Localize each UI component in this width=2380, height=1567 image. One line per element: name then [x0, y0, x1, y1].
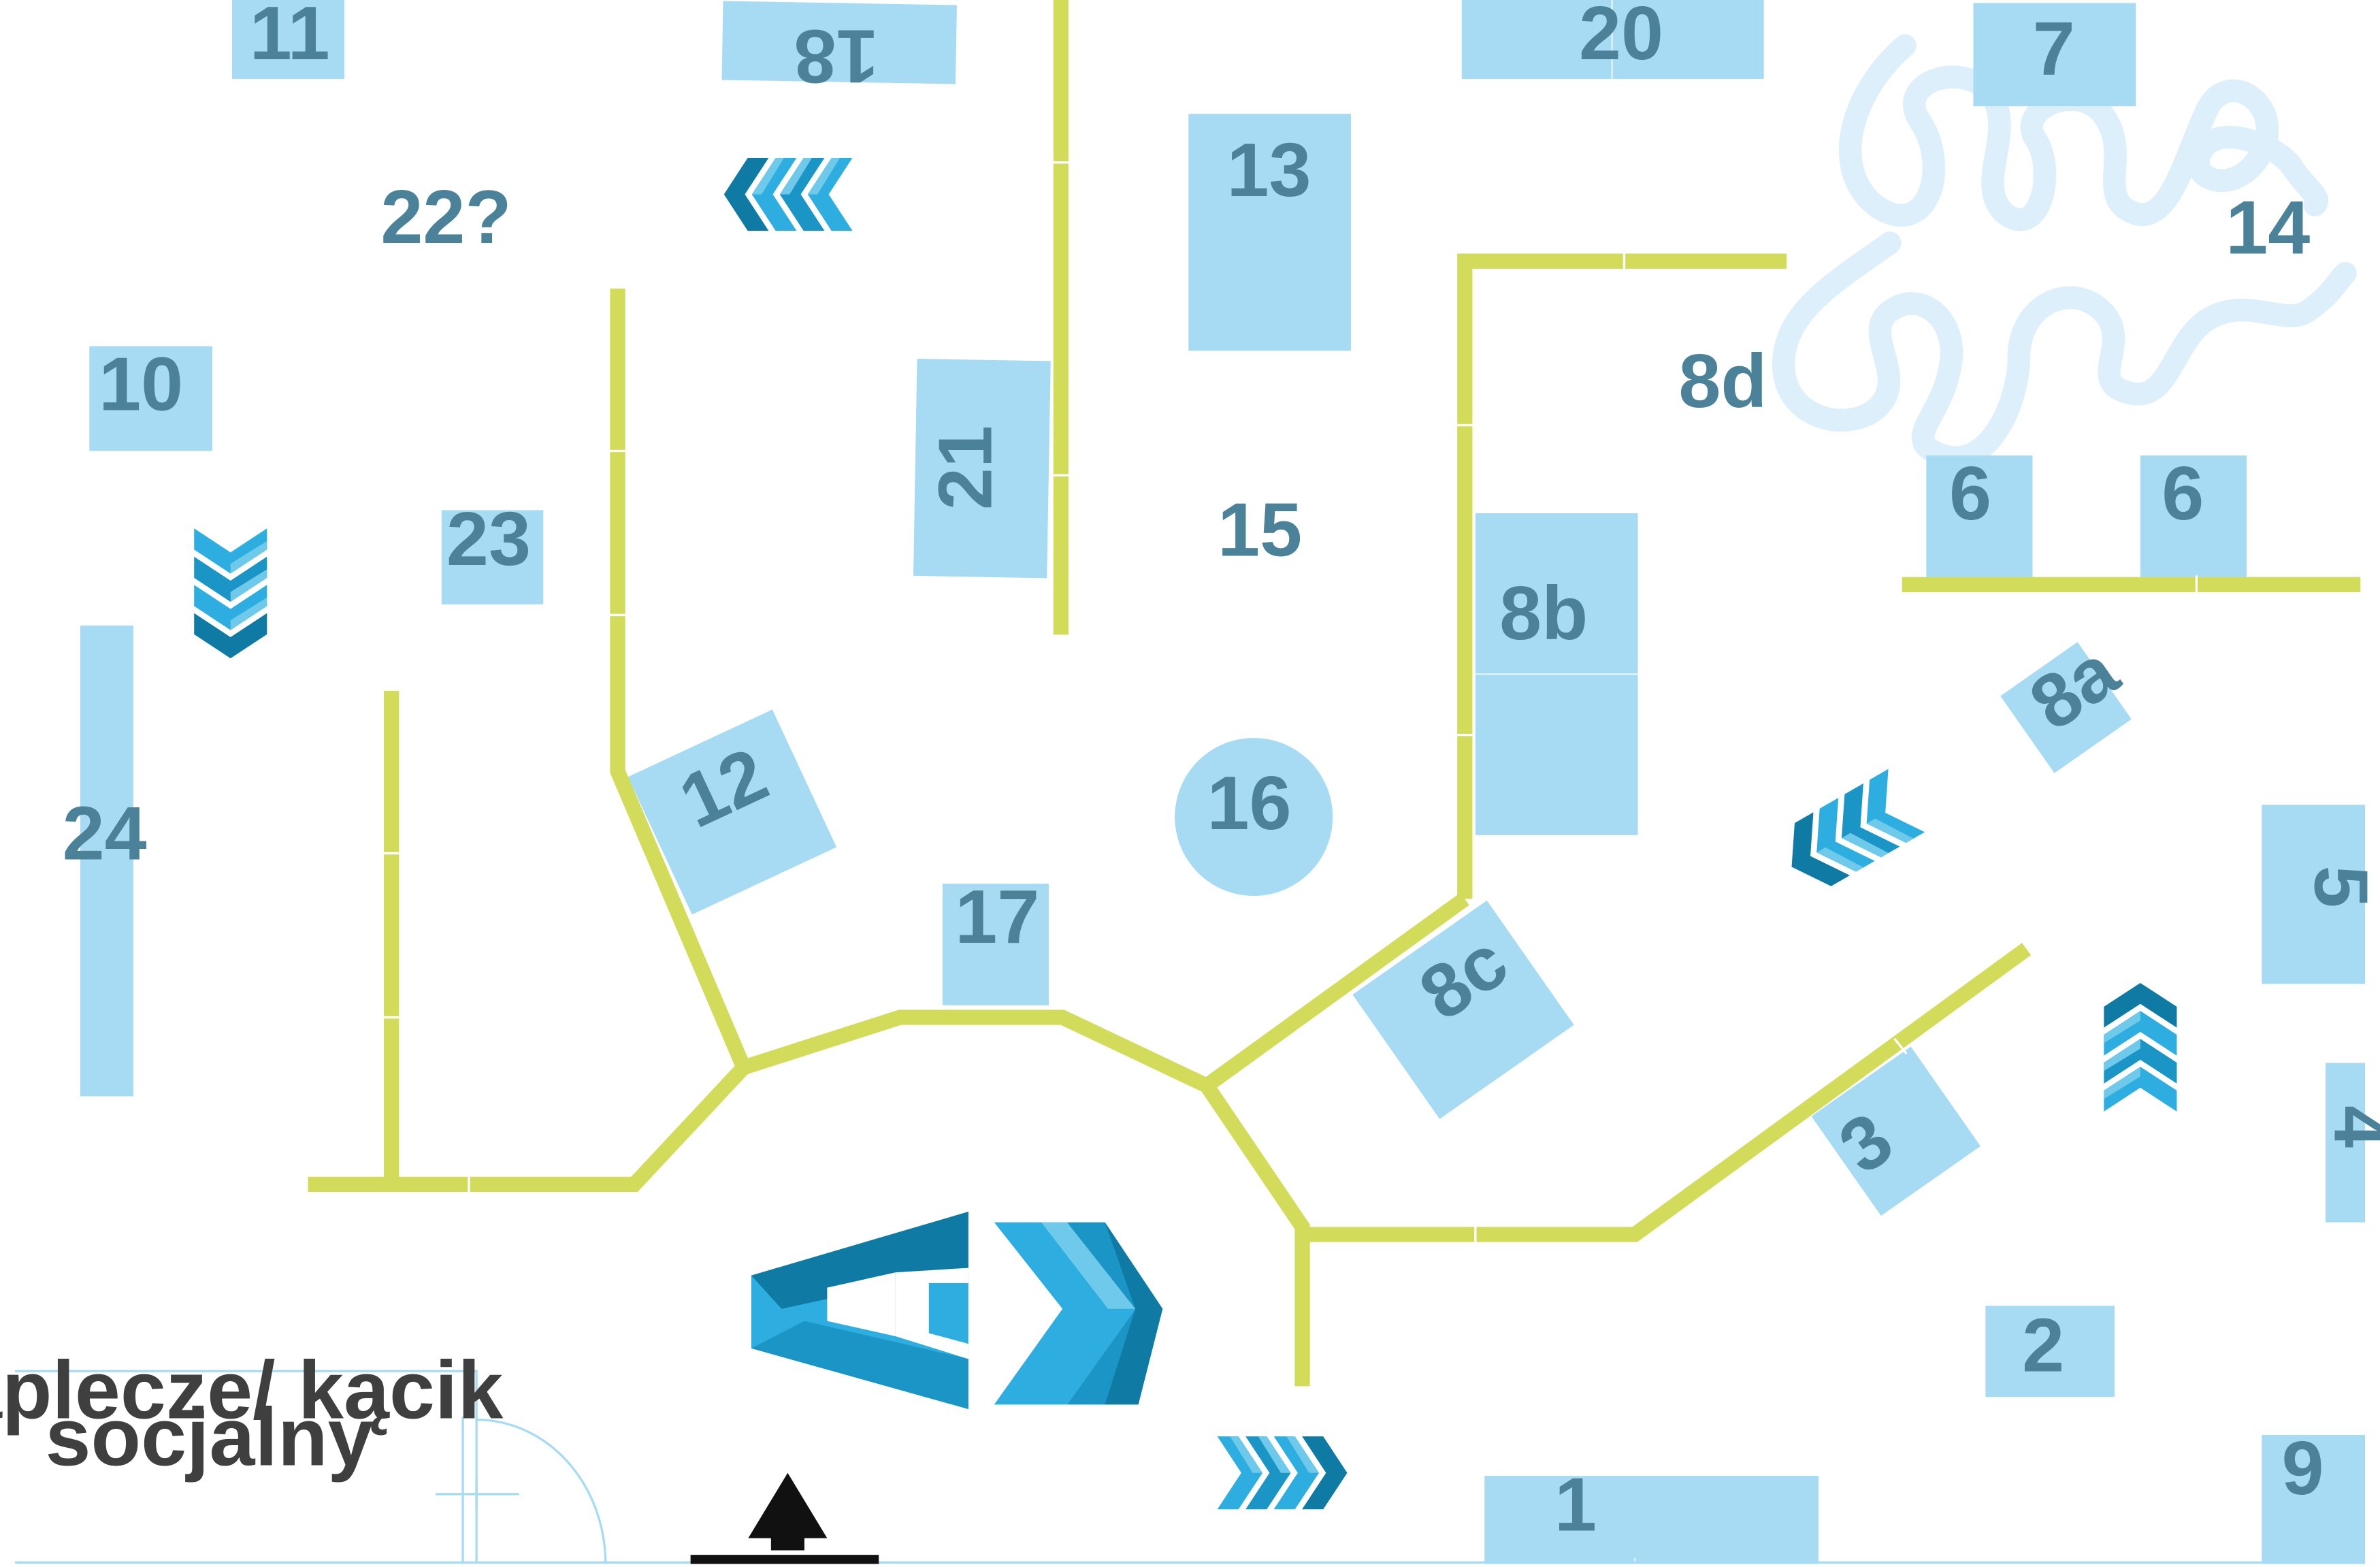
wall-center-down: [1200, 1081, 1310, 1387]
booth-label-10: 10: [99, 341, 183, 426]
wall-bottom-left: [308, 1062, 749, 1193]
wall-right-loop: [1457, 253, 1787, 899]
booth-label-4: 4: [2318, 1105, 2380, 1148]
booth-2[interactable]: [1985, 1306, 2115, 1398]
booth-label-11: 11: [250, 0, 330, 76]
booth-6b[interactable]: [2140, 455, 2247, 577]
entrance-arrow-up-icon: [690, 1472, 879, 1564]
booth-label-17: 17: [955, 874, 1039, 959]
booth-6a[interactable]: [1926, 455, 2033, 577]
booth-label-16: 16: [1207, 760, 1291, 845]
booth-4[interactable]: [2326, 1063, 2365, 1223]
booth-8c[interactable]: [1352, 900, 1574, 1119]
wall-left-divider: [610, 288, 751, 1071]
A-chevron-logo: [751, 1212, 1163, 1410]
booth-label-2: 2: [2022, 1302, 2064, 1387]
booth-24[interactable]: [80, 626, 133, 1097]
booth-label-22: 22?: [380, 174, 511, 259]
back-room-label-line1: zaplecze/ kącik: [0, 1344, 504, 1436]
booth-23[interactable]: [441, 510, 544, 604]
booth-16[interactable]: [1175, 738, 1333, 896]
booth-label-24: 24: [63, 791, 147, 876]
walls: [308, 0, 2361, 1387]
booth-10[interactable]: [89, 346, 212, 451]
wall-bottom-right: [1302, 943, 2032, 1242]
wall-seams: [382, 161, 2198, 1244]
booth-label-18: 18: [794, 14, 879, 99]
booth-label-1: 1: [1554, 1461, 1597, 1547]
booth-label-14: 14: [2226, 185, 2310, 270]
wall-center-arc: [741, 892, 1469, 1095]
chevron-arrow-icon: [1773, 769, 1925, 899]
booth-12[interactable]: [627, 709, 837, 915]
chevron-arrow-icon: [194, 528, 267, 659]
booth-21[interactable]: [913, 358, 1051, 579]
booth-label-8d: 8d: [1678, 338, 1767, 423]
back-room-label: zaplecze/ kącik socjalny: [0, 1344, 504, 1483]
back-room: [15, 1370, 607, 1564]
booth-3[interactable]: [1811, 1046, 1981, 1216]
booth-17[interactable]: [942, 884, 1049, 1005]
booth-18[interactable]: [721, 1, 957, 84]
booth-label-21: 21: [922, 425, 1007, 510]
booth-8a[interactable]: [2000, 642, 2132, 773]
booth-9[interactable]: [2262, 1434, 2365, 1564]
booth-label-13: 13: [1226, 127, 1311, 212]
booth-label-20: 20: [1579, 0, 1663, 76]
booth-label-15: 15: [1218, 487, 1302, 572]
booth-label-6a: 6: [1949, 451, 1991, 536]
booth-1[interactable]: [1484, 1476, 1819, 1564]
chevron-arrow-icon: [2104, 983, 2177, 1112]
booth-11[interactable]: [231, 0, 345, 79]
chevron-arrow-icon: [1217, 1436, 1348, 1510]
booth-7[interactable]: [1973, 3, 2136, 107]
booth-label-23: 23: [446, 496, 531, 581]
back-room-label-line2: socjalny: [46, 1391, 374, 1483]
booth-label-7: 7: [2033, 5, 2075, 91]
chevron-arrow-icon: [723, 157, 853, 231]
booth-label-9: 9: [2282, 1425, 2324, 1511]
booth-label-5: 5: [2298, 866, 2380, 908]
booth-label-8b: 8b: [1499, 570, 1588, 656]
booth-5[interactable]: [2262, 805, 2365, 984]
booth-label-6b: 6: [2162, 451, 2204, 536]
booth-13[interactable]: [1188, 114, 1351, 351]
